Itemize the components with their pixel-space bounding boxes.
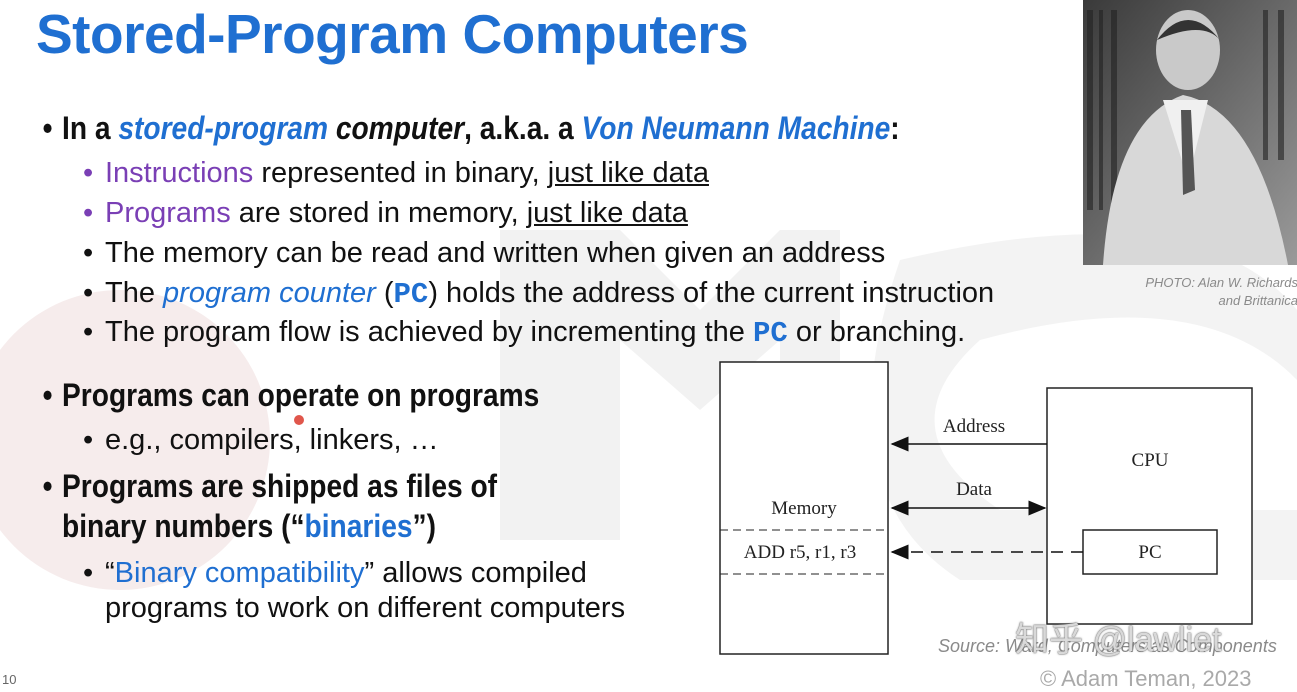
- pc-register-box: [1082, 529, 1218, 575]
- term-stored-program: stored-program: [118, 110, 328, 146]
- bullet-dot: •: [42, 468, 53, 504]
- sub-bullet-examples: • e.g., compilers, linkers, …: [83, 424, 439, 457]
- text: are stored in memory,: [230, 197, 527, 229]
- memory-label: Memory: [771, 498, 837, 519]
- text: In a: [62, 110, 119, 146]
- bullet-dot: •: [83, 557, 94, 589]
- sub-bullet-program-flow: • The program flow is achieved by increm…: [83, 316, 966, 350]
- text: Programs are shipped as files of: [62, 468, 498, 504]
- text: ” allows compiled: [364, 557, 587, 589]
- text: e.g., compilers, linkers, …: [105, 424, 439, 456]
- bullet-dot: •: [83, 197, 94, 229]
- sub-bullet-programs: • Programs are stored in memory, just li…: [83, 197, 688, 230]
- term-von-neumann: Von Neumann Machine: [581, 110, 891, 146]
- bullet-dot: •: [83, 277, 94, 309]
- laser-pointer-dot: [294, 415, 304, 425]
- memory-box: [719, 361, 889, 655]
- cpu-box: [1046, 387, 1253, 625]
- bullet-dot: •: [83, 237, 94, 269]
- emphasis-text: just like data: [526, 197, 688, 229]
- photo-credit-line: and Brittanica: [1218, 293, 1297, 308]
- von-neumann-photo: [1083, 0, 1297, 265]
- bullet-binaries: • Programs are shipped as files of binar…: [43, 466, 498, 546]
- text: :: [890, 110, 900, 146]
- term-binaries: binaries: [304, 508, 413, 544]
- text: binary numbers (“: [62, 508, 305, 544]
- text: ) holds the address of the current instr…: [428, 277, 995, 309]
- term-instructions: Instructions: [105, 157, 254, 189]
- text: or branching.: [787, 316, 966, 348]
- emphasis-text: just like data: [547, 157, 709, 189]
- text: The program flow is achieved by incremen…: [105, 316, 753, 348]
- code-pc: PC: [752, 317, 788, 350]
- sub-bullet-program-counter: • The program counter (PC) holds the add…: [83, 277, 995, 311]
- slide-title: Stored-Program Computers: [36, 3, 749, 65]
- text: (: [375, 277, 394, 309]
- address-label: Address: [943, 416, 1005, 437]
- text: , a.k.a. a: [464, 110, 582, 146]
- diagram-source: Source: Ward, Computers as Components: [938, 636, 1277, 656]
- bullet-dot: •: [83, 316, 94, 348]
- sub-bullet-memory: • The memory can be read and written whe…: [83, 237, 886, 270]
- term-programs: Programs: [105, 197, 231, 229]
- pc-register-label: PC: [1138, 542, 1161, 563]
- photo-credit-line: PHOTO: Alan W. Richards: [1145, 275, 1297, 290]
- von-neumann-diagram: Memory ADD r5, r1, r3 CPU PC Address Dat…: [719, 361, 1253, 655]
- text: programs to work on different computers: [105, 592, 626, 624]
- text: computer: [327, 110, 465, 146]
- bullet-dot: •: [42, 110, 53, 146]
- text: The memory can be read and written when …: [105, 237, 886, 269]
- memory-instruction: ADD r5, r1, r3: [744, 542, 856, 563]
- text: represented in binary,: [253, 157, 548, 189]
- bullet-dot: •: [83, 424, 94, 456]
- text: ”): [412, 508, 436, 544]
- copyright-footer: © Adam Teman, 2023: [1040, 666, 1252, 691]
- sub-bullet-compatibility: • “Binary compatibility” allows compiled…: [83, 556, 626, 626]
- photo-credit: PHOTO: Alan W. Richards and Brittanica: [1110, 274, 1297, 310]
- bullet-von-neumann: • In a stored-program computer, a.k.a. a…: [43, 110, 900, 147]
- sub-bullet-instructions: • Instructions represented in binary, ju…: [83, 157, 709, 190]
- bullet-dot: •: [83, 157, 94, 189]
- bullet-programs-operate: • Programs can operate on programs: [43, 377, 540, 414]
- code-pc: PC: [393, 278, 429, 311]
- data-label: Data: [956, 479, 992, 500]
- text: The: [105, 277, 164, 309]
- text: “: [105, 557, 115, 589]
- zhihu-watermark: 知乎 @lawliet: [1015, 621, 1222, 659]
- text: Programs can operate on programs: [62, 377, 540, 413]
- cpu-label: CPU: [1132, 450, 1169, 471]
- bullet-dot: •: [42, 377, 53, 413]
- term-program-counter: program counter: [163, 277, 376, 309]
- page-number: 10: [2, 672, 17, 687]
- term-binary-compatibility: Binary compatibility: [114, 557, 365, 589]
